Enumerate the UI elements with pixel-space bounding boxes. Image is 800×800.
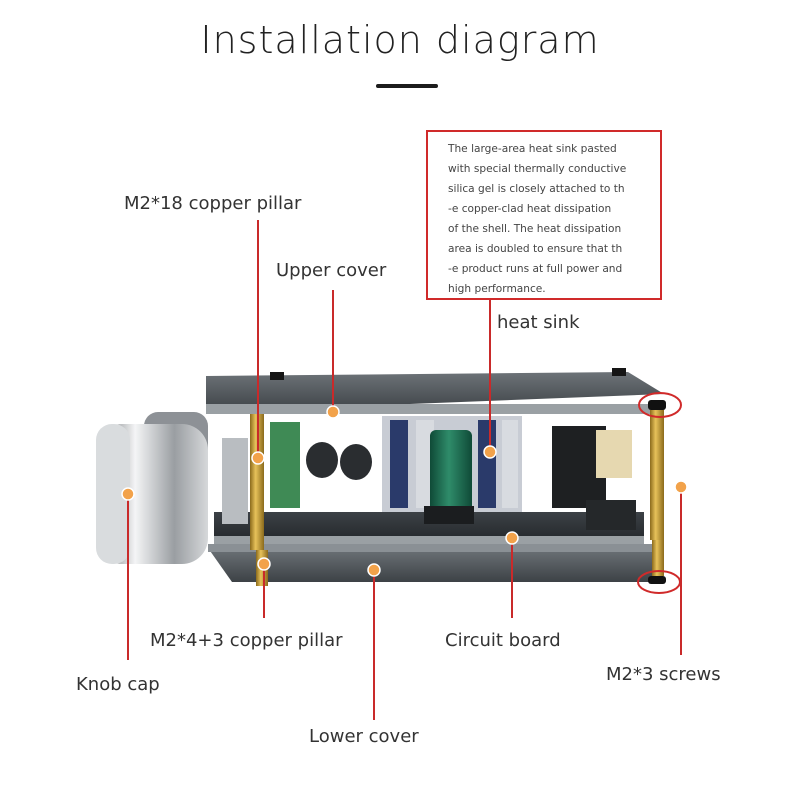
label-knob-cap: Knob cap — [76, 674, 160, 695]
label-lower-cover: Lower cover — [309, 726, 419, 747]
marker-dots — [121, 405, 688, 577]
note-line: -e product runs at full power and — [448, 263, 623, 275]
diagram-title: Installation diagram — [200, 18, 600, 62]
label-circuit-board: Circuit board — [445, 630, 561, 651]
upper-cover-plate — [206, 368, 664, 414]
label-m2-4-3-copper-pillar: M2*4+3 copper pillar — [150, 630, 343, 651]
screws — [648, 400, 666, 584]
label-heat-sink: heat sink — [497, 312, 580, 333]
label-m2-18-copper-pillar: M2*18 copper pillar — [124, 193, 302, 214]
board-components — [222, 422, 636, 530]
note-line: area is doubled to ensure that th — [448, 243, 623, 255]
label-upper-cover: Upper cover — [276, 260, 387, 281]
leader-lines — [127, 220, 682, 720]
heat-sink-description-box: The large-area heat sink pasted with spe… — [426, 130, 662, 300]
note-line: with special thermally conductive — [448, 163, 627, 175]
label-m2-3-screws: M2*3 screws — [606, 664, 721, 685]
copper-pillars — [250, 410, 664, 586]
note-line: -e copper-clad heat dissipation — [448, 203, 612, 215]
note-line: of the shell. The heat dissipation — [448, 223, 622, 235]
note-line: high performance. — [448, 283, 546, 295]
lower-cover-plate — [208, 544, 660, 582]
note-line: silica gel is closely attached to th — [448, 183, 625, 195]
knob-cap-shape — [96, 412, 208, 564]
note-line: The large-area heat sink pasted — [448, 143, 617, 155]
title-underline — [376, 84, 438, 88]
